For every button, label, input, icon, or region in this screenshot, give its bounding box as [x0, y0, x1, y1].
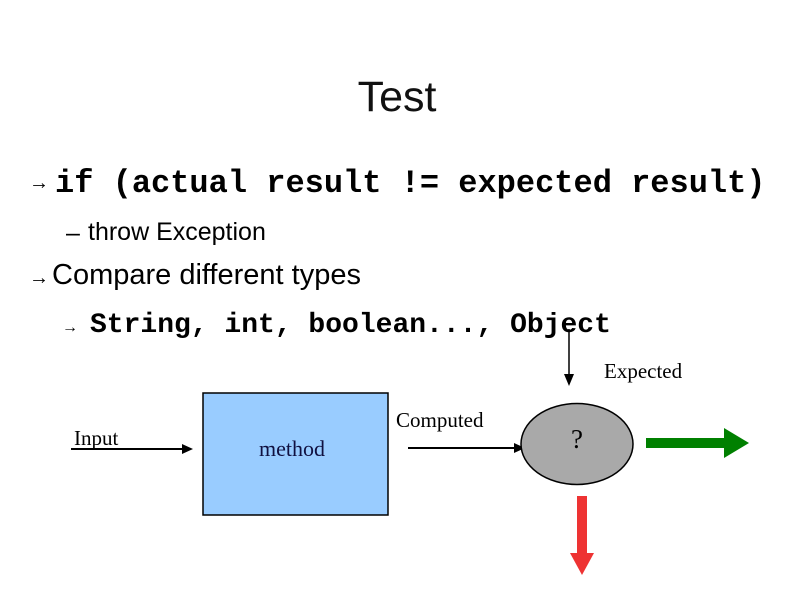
fail-red-arrow-icon [570, 496, 594, 575]
computed-label: Computed [396, 408, 484, 432]
pass-green-arrow-icon [646, 428, 749, 458]
comparator-ellipse [520, 402, 634, 486]
bullet-text-if-condition: if (actual result != expected result) [55, 165, 766, 202]
method-box [202, 392, 389, 516]
bullet-text-compare-types: Compare different types [52, 259, 361, 291]
bullet-arrow-icon: → [29, 267, 49, 289]
page-title: Test [357, 73, 437, 121]
question-mark-wrap: ? [519, 402, 635, 486]
method-label: method [259, 435, 325, 461]
computed-arrow-icon [408, 443, 525, 453]
bullet-text-throw-exception: throw Exception [88, 218, 266, 246]
expected-label: Expected [604, 359, 683, 383]
bullet-arrow-icon: → [62, 319, 78, 336]
input-arrow-icon [71, 444, 193, 454]
expected-down-arrow-icon [564, 329, 574, 386]
bullet-text-type-list: String, int, boolean..., Object [90, 310, 611, 341]
question-mark-label: ? [571, 423, 583, 454]
method-label-wrap: method [202, 392, 390, 517]
input-label: Input [74, 426, 119, 450]
dash-bullet-icon: – [66, 219, 80, 247]
bullet-arrow-icon: → [29, 172, 49, 194]
